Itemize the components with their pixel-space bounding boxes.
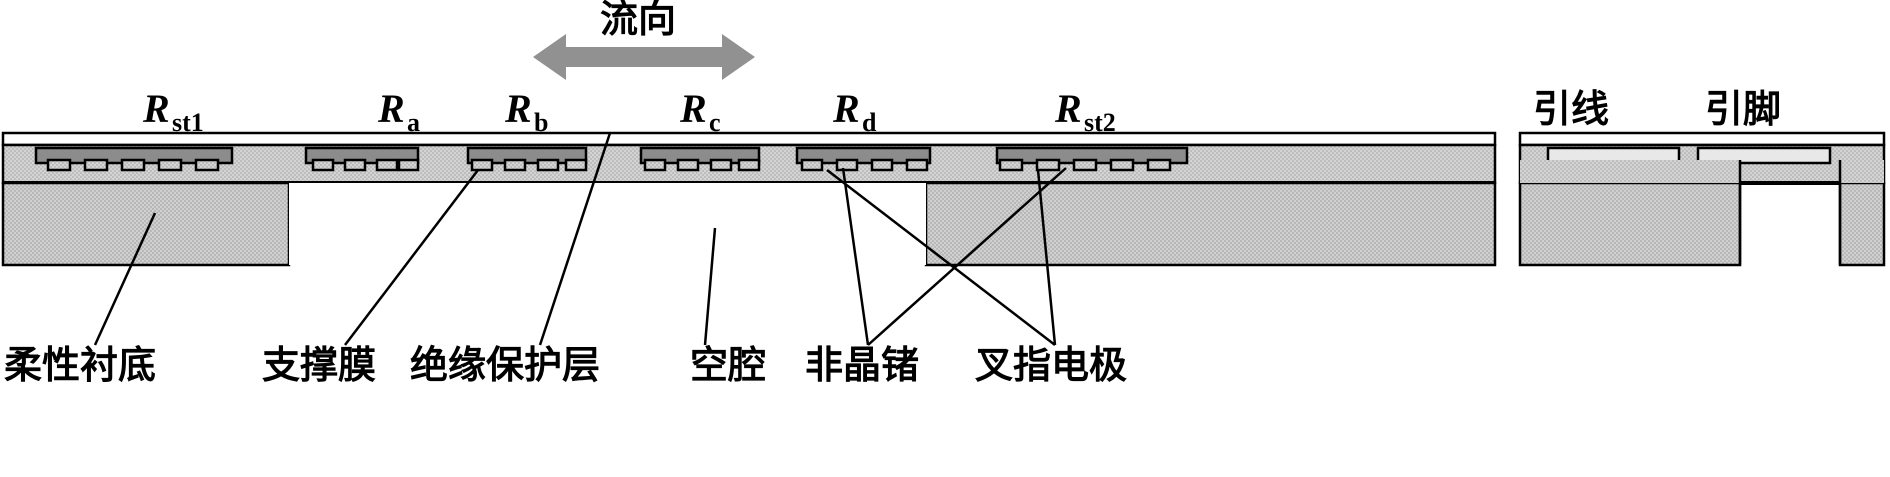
leader-flexible-substrate <box>93 212 157 346</box>
pin-slot <box>1738 160 1842 265</box>
sensing-element-rst2 <box>995 146 1189 172</box>
svg-text:d: d <box>862 108 877 137</box>
lead-pin-substrate-right <box>1838 181 1886 267</box>
svg-text:R: R <box>142 86 170 131</box>
insulating-protective-layer <box>1 131 1497 147</box>
leader-cavity <box>703 227 717 346</box>
svg-text:st1: st1 <box>172 108 204 137</box>
interdigital-electrode-group <box>998 158 1172 172</box>
flow-direction-arrow <box>533 34 755 80</box>
lead-pin-insulating-layer <box>1518 131 1886 147</box>
flow-direction-label: 流向 <box>600 0 676 41</box>
sensing-element-ra <box>304 146 420 172</box>
leader-age-1 <box>841 167 870 346</box>
resistor-label-rb: R b <box>504 86 548 137</box>
resistor-label-ra: R a <box>377 86 420 137</box>
svg-text:st2: st2 <box>1084 108 1116 137</box>
interdigital-electrode-group <box>800 158 929 172</box>
callout-flexible-substrate: 柔性衬底 <box>4 343 156 387</box>
resistor-label-rst1: R st1 <box>142 86 204 137</box>
resistor-labels: R st1 R a R b R c R d R st2 <box>142 86 1116 137</box>
resistor-label-rd: R d <box>832 86 877 137</box>
lead-label: 引线 <box>1533 87 1609 131</box>
interdigital-electrode-group <box>46 158 220 172</box>
svg-text:R: R <box>377 86 405 131</box>
callout-support-film: 支撑膜 <box>262 343 376 387</box>
leader-electrode-2 <box>1036 169 1057 346</box>
leader-lines <box>93 132 1067 346</box>
svg-text:R: R <box>1054 86 1082 131</box>
leader-electrode-1 <box>826 169 1056 346</box>
leader-insulating-layer <box>538 132 612 346</box>
pin-trace <box>1696 146 1832 165</box>
resistor-label-rst2: R st2 <box>1054 86 1116 137</box>
svg-text:R: R <box>832 86 860 131</box>
flexible-substrate-left <box>1 181 291 267</box>
flexible-substrate-right <box>924 181 1497 267</box>
svg-text:a: a <box>407 108 420 137</box>
amorphous-germanium-strip <box>795 146 932 165</box>
resistor-label-rc: R c <box>679 86 721 137</box>
main-device-body <box>1 131 1497 267</box>
callout-insulating-layer: 绝缘保护层 <box>410 343 600 387</box>
lead-pin-shoulder-left <box>1520 160 1740 183</box>
lead-pin-shoulder-right <box>1840 160 1884 183</box>
svg-text:R: R <box>679 86 707 131</box>
interdigital-electrode-group <box>311 158 420 172</box>
interdigital-electrode-group <box>643 158 761 172</box>
svg-text:R: R <box>504 86 532 131</box>
leader-age-2 <box>867 167 1067 346</box>
callout-cavity: 空腔 <box>690 343 766 387</box>
leader-support-film <box>344 169 479 346</box>
cavity-region <box>289 183 926 265</box>
lead-pin-substrate-left <box>1518 181 1742 267</box>
sensing-element-rd <box>795 146 932 172</box>
pin-label: 引脚 <box>1705 87 1781 131</box>
sensing-element-rst1 <box>34 146 234 172</box>
lead-pin-component <box>1518 131 1886 267</box>
svg-text:b: b <box>534 108 548 137</box>
callout-amorphous-germanium: 非晶锗 <box>805 343 919 387</box>
sensing-element-rb <box>466 146 588 172</box>
svg-text:c: c <box>709 108 721 137</box>
callout-labels: 柔性衬底 支撑膜 绝缘保护层 空腔 非晶锗 叉指电极 <box>4 343 1127 387</box>
interdigital-electrode-group <box>470 158 588 172</box>
sensing-element-rc <box>639 146 761 172</box>
callout-interdigital-electrode: 叉指电极 <box>974 343 1127 387</box>
